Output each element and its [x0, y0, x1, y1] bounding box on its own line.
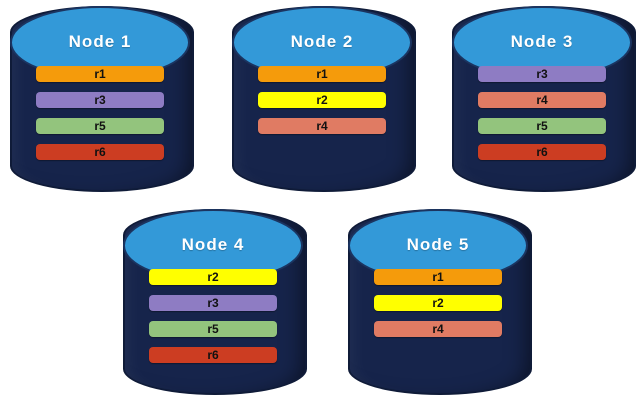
- replica-bar[interactable]: r5: [149, 321, 277, 337]
- replica-bar[interactable]: r5: [478, 118, 606, 134]
- node-title: Node 4: [181, 235, 245, 255]
- replica-list: r1 r2 r4: [348, 269, 528, 337]
- replica-bar[interactable]: r3: [149, 295, 277, 311]
- replica-label: r3: [536, 67, 548, 81]
- replica-label: r1: [94, 67, 106, 81]
- replica-label: r5: [536, 119, 548, 133]
- replica-bar[interactable]: r6: [149, 347, 277, 363]
- replica-label: r5: [207, 322, 219, 336]
- replica-label: r6: [94, 145, 106, 159]
- replica-bar[interactable]: r2: [374, 295, 502, 311]
- replica-label: r1: [316, 67, 328, 81]
- replica-bar[interactable]: r1: [374, 269, 502, 285]
- replica-bar[interactable]: r6: [36, 144, 164, 160]
- replica-label: r4: [316, 119, 328, 133]
- replica-list: r1 r2 r4: [232, 66, 412, 134]
- replica-bar[interactable]: r4: [478, 92, 606, 108]
- replica-label: r6: [536, 145, 548, 159]
- node-title: Node 1: [68, 32, 132, 52]
- replica-label: r2: [207, 270, 219, 284]
- replica-label: r5: [94, 119, 106, 133]
- replica-bar[interactable]: r4: [374, 321, 502, 337]
- replica-label: r3: [207, 296, 219, 310]
- database-node-1[interactable]: Node 1 r1 r3 r5 r6: [10, 6, 194, 192]
- replica-bar[interactable]: r5: [36, 118, 164, 134]
- replica-label: r2: [316, 93, 328, 107]
- database-node-5[interactable]: Node 5 r1 r2 r4: [348, 209, 532, 395]
- replica-bar[interactable]: r2: [149, 269, 277, 285]
- replica-label: r3: [94, 93, 106, 107]
- replica-bar[interactable]: r4: [258, 118, 386, 134]
- replica-bar[interactable]: r1: [36, 66, 164, 82]
- replica-bar[interactable]: r3: [36, 92, 164, 108]
- database-node-3[interactable]: Node 3 r3 r4 r5 r6: [452, 6, 636, 192]
- replica-label: r2: [432, 296, 444, 310]
- node-title: Node 2: [290, 32, 354, 52]
- replica-list: r3 r4 r5 r6: [452, 66, 632, 160]
- node-title: Node 3: [510, 32, 574, 52]
- replica-label: r6: [207, 348, 219, 362]
- node-title: Node 5: [406, 235, 470, 255]
- replica-label: r4: [432, 322, 444, 336]
- replica-bar[interactable]: r1: [258, 66, 386, 82]
- database-node-4[interactable]: Node 4 r2 r3 r5 r6: [123, 209, 307, 395]
- database-node-2[interactable]: Node 2 r1 r2 r4: [232, 6, 416, 192]
- replica-bar[interactable]: r2: [258, 92, 386, 108]
- replica-label: r4: [536, 93, 548, 107]
- replica-label: r1: [432, 270, 444, 284]
- replica-bar[interactable]: r6: [478, 144, 606, 160]
- replica-list: r2 r3 r5 r6: [123, 269, 303, 363]
- replica-list: r1 r3 r5 r6: [10, 66, 190, 160]
- replica-bar[interactable]: r3: [478, 66, 606, 82]
